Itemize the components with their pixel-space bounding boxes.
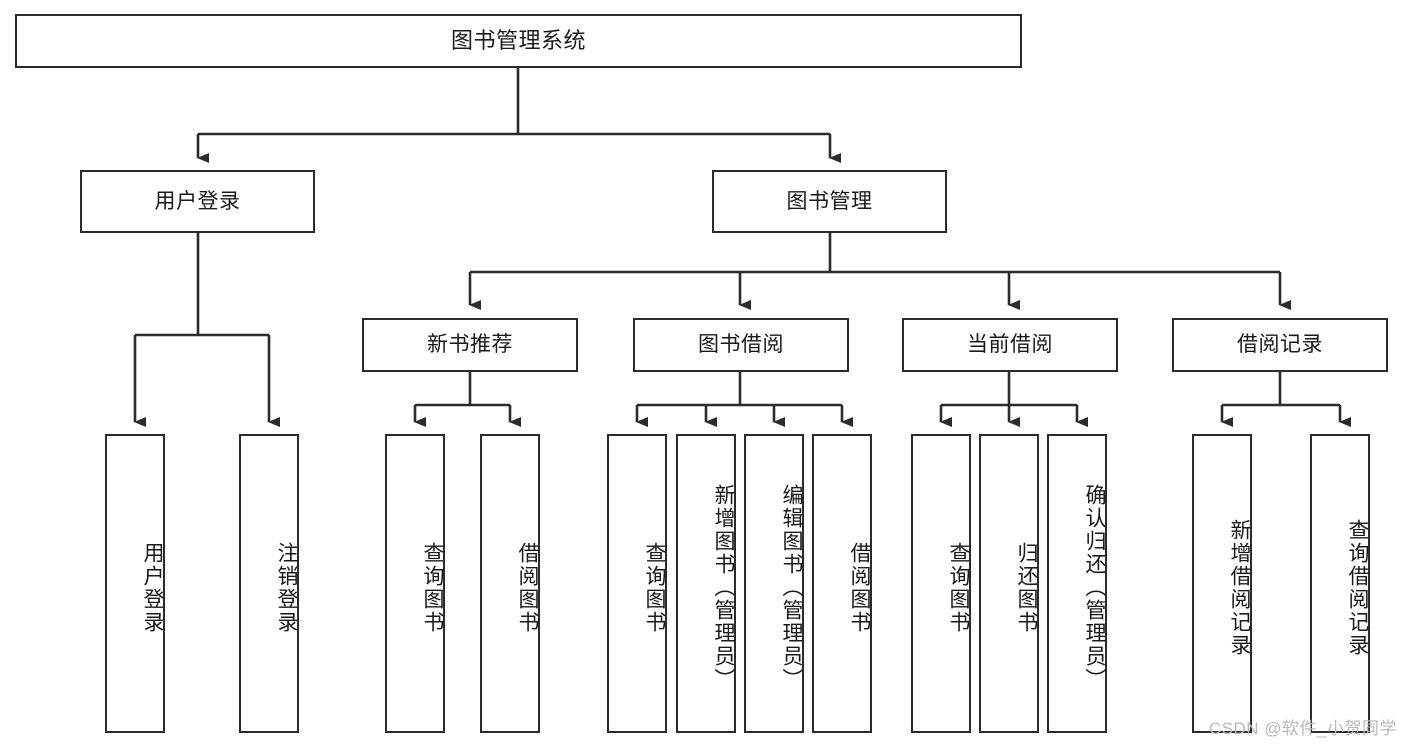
node-label: 用户登录: [141, 541, 164, 634]
leaf-add-borrow-record[interactable]: 新增借阅记录: [1192, 434, 1252, 733]
leaf-add-book-admin[interactable]: 新增图书（管理员）: [676, 434, 736, 733]
node-label: 查询图书: [643, 541, 666, 634]
node-label: 归还图书: [1015, 541, 1038, 634]
node-current-borrow[interactable]: 当前借阅: [902, 318, 1118, 372]
leaf-query-book-recommendation[interactable]: 查询图书: [385, 434, 445, 733]
node-label: 查询图书: [947, 541, 970, 634]
leaf-logout[interactable]: 注销登录: [239, 434, 299, 733]
leaf-query-book-current[interactable]: 查询图书: [911, 434, 971, 733]
node-label: 借阅图书: [516, 541, 539, 634]
leaf-query-book-borrow[interactable]: 查询图书: [607, 434, 667, 733]
node-label: 图书管理系统: [450, 27, 586, 53]
leaf-borrow-book-recommendation[interactable]: 借阅图书: [480, 434, 540, 733]
leaf-borrow-book[interactable]: 借阅图书: [812, 434, 872, 733]
node-label: 查询借阅记录: [1346, 518, 1369, 657]
leaf-user-login[interactable]: 用户登录: [105, 434, 165, 733]
node-label: 新书推荐: [427, 333, 513, 357]
node-label: 注销登录: [275, 541, 298, 634]
node-book-borrow[interactable]: 图书借阅: [633, 318, 849, 372]
node-label: 借阅图书: [848, 541, 871, 634]
node-label: 当前借阅: [967, 333, 1053, 357]
node-new-book-recommendation[interactable]: 新书推荐: [362, 318, 578, 372]
node-label: 新增图书（管理员）: [712, 484, 735, 691]
node-label: 图书借阅: [698, 333, 784, 357]
node-label: 新增借阅记录: [1228, 518, 1251, 657]
leaf-confirm-return-admin[interactable]: 确认归还（管理员）: [1047, 434, 1107, 733]
node-label: 查询图书: [421, 541, 444, 634]
node-root-system[interactable]: 图书管理系统: [15, 14, 1022, 68]
leaf-edit-book-admin[interactable]: 编辑图书（管理员）: [744, 434, 804, 733]
node-label: 借阅记录: [1237, 333, 1323, 357]
node-label: 确认归还（管理员）: [1083, 484, 1106, 691]
leaf-return-book[interactable]: 归还图书: [979, 434, 1039, 733]
leaf-query-borrow-record[interactable]: 查询借阅记录: [1310, 434, 1370, 733]
node-user-login[interactable]: 用户登录: [80, 170, 315, 233]
node-label: 图书管理: [786, 189, 873, 213]
node-borrow-record[interactable]: 借阅记录: [1172, 318, 1388, 372]
node-label: 编辑图书（管理员）: [780, 484, 803, 691]
node-label: 用户登录: [154, 189, 241, 213]
node-book-management[interactable]: 图书管理: [712, 170, 947, 233]
